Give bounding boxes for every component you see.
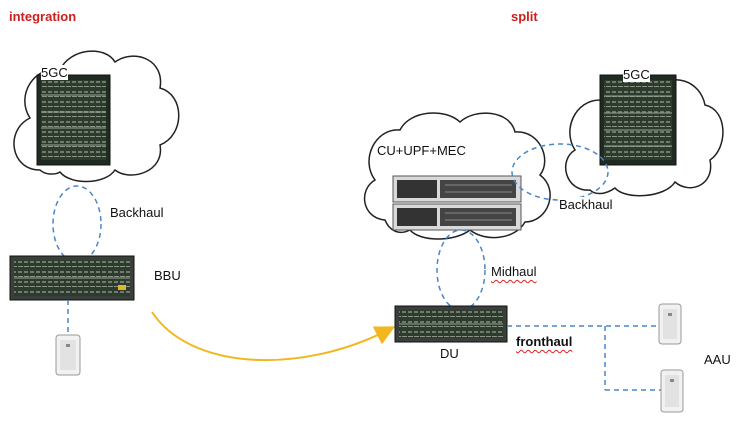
label-backhaul-left: Backhaul	[110, 205, 164, 220]
header-split: split	[511, 9, 538, 24]
label-fronthaul: fronthaul	[516, 334, 573, 349]
antenna-icon	[55, 334, 81, 376]
label-bbu: BBU	[154, 268, 181, 283]
antenna-icon	[660, 369, 684, 413]
antenna-icon	[658, 303, 682, 345]
label-backhaul-right: Backhaul	[559, 197, 613, 212]
bbu-unit-icon	[9, 255, 135, 301]
server-rack-icon	[36, 74, 111, 166]
label-5gc-left: 5GC	[41, 65, 68, 80]
label-5gc-right: 5GC	[623, 67, 650, 82]
du-unit-icon	[394, 305, 508, 343]
curved-arrow-icon	[151, 311, 396, 361]
label-du: DU	[440, 346, 459, 361]
rack-server-icon	[392, 175, 522, 231]
label-midhaul: Midhaul	[491, 264, 537, 279]
midhaul-link	[436, 229, 486, 311]
backhaul-link-right	[511, 143, 609, 201]
backhaul-link-left	[52, 185, 102, 263]
label-cu-upf-mec: CU+UPF+MEC	[377, 143, 466, 158]
fronthaul-links	[507, 325, 662, 391]
header-integration: integration	[9, 9, 77, 24]
server-rack-icon	[599, 74, 677, 166]
label-aau: AAU	[704, 352, 731, 367]
